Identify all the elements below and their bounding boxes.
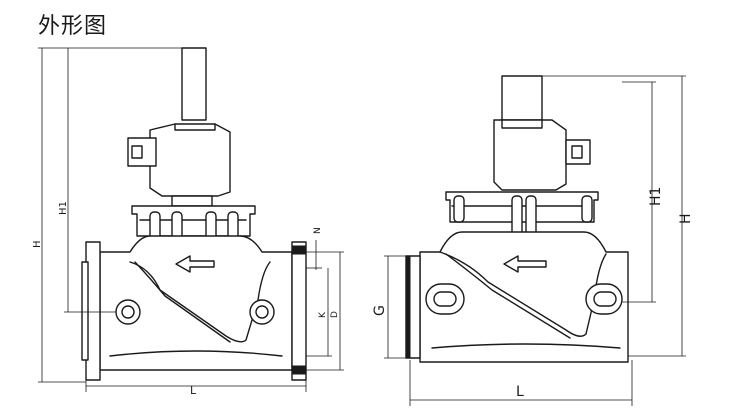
right-valve-body	[419, 231, 629, 363]
right-dim-G: G	[372, 305, 388, 316]
left-dim-D: D	[330, 311, 340, 318]
left-dim-N: N	[313, 227, 323, 234]
right-flow-arrow	[503, 255, 547, 273]
right-dim-H: H	[678, 213, 694, 224]
right-partition	[439, 251, 607, 337]
left-flow-arrow	[175, 255, 215, 273]
left-coil-body	[149, 123, 231, 197]
left-solenoid-tube	[181, 47, 207, 121]
left-bonnet	[131, 205, 256, 237]
left-valve-drawing	[81, 47, 307, 381]
left-dim-H1: H1	[58, 201, 69, 215]
right-dim-L: L	[516, 384, 524, 400]
page-title: 外形图	[38, 14, 108, 39]
left-dim-H: H	[32, 240, 43, 248]
right-valve-drawing	[405, 75, 629, 363]
left-dimensions: H H1 L N K D	[32, 47, 344, 397]
left-partition	[129, 261, 271, 343]
right-bonnet-bolts	[453, 195, 593, 237]
left-dim-K: K	[318, 311, 328, 318]
right-coil-body	[493, 119, 567, 191]
right-dim-H1: H1	[648, 187, 664, 206]
left-outlet-flange	[291, 241, 307, 381]
right-dimensions: H H1 G L	[372, 75, 694, 406]
left-dim-L: L	[190, 384, 197, 397]
right-solenoid-tube	[501, 75, 543, 121]
left-valve-body	[99, 235, 293, 371]
